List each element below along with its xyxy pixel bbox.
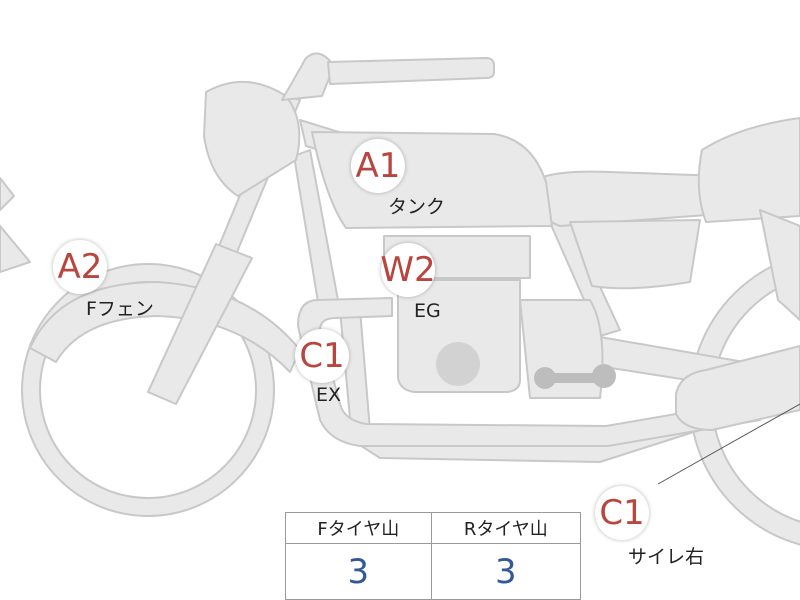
marker-muffler-right: C1 [595, 486, 649, 540]
leader-line [657, 403, 800, 485]
marker-code: C1 [299, 336, 345, 376]
tail [697, 117, 800, 223]
left-edge-shape [0, 177, 15, 211]
label-engine: EG [414, 300, 441, 322]
label-tank: タンク [388, 196, 446, 218]
label-exhaust: EX [316, 384, 342, 406]
left-edge-shape [0, 225, 31, 273]
rear-wheel [689, 254, 800, 546]
label-muffler-right: サイレ右 [628, 546, 705, 568]
marker-exhaust: C1 [295, 329, 349, 383]
marker-code: A2 [57, 247, 103, 287]
tire-tread-table: Fタイヤ山 Rタイヤ山 3 3 [285, 512, 582, 600]
exhaust-pipe [297, 297, 761, 447]
muffler [675, 345, 800, 431]
header-rear-tire: Rタイヤ山 [430, 512, 582, 544]
marker-code: A1 [355, 146, 401, 186]
marker-front-fender: A2 [53, 240, 107, 294]
marker-code: W2 [380, 250, 436, 290]
handlebar-grip [327, 57, 495, 85]
marker-tank: A1 [351, 139, 405, 193]
headlight [203, 81, 301, 197]
footpeg [534, 364, 616, 389]
header-front-tire: Fタイヤ山 [285, 512, 432, 544]
handlebar [281, 52, 335, 101]
side-cover [569, 219, 701, 290]
engine [397, 279, 521, 393]
fork-slider [147, 243, 253, 405]
label-front-fender: Fフェン [86, 298, 154, 320]
table-value-row: 3 3 [285, 543, 582, 600]
table-header-row: Fタイヤ山 Rタイヤ山 [285, 512, 582, 544]
engine-hub [436, 342, 480, 386]
marker-engine: W2 [380, 243, 436, 297]
marker-code: C1 [599, 493, 645, 533]
engine-case [519, 299, 604, 399]
value-front-tire: 3 [285, 543, 432, 600]
rear-shock [759, 209, 800, 321]
seat [539, 170, 721, 227]
value-rear-tire: 3 [430, 543, 582, 600]
